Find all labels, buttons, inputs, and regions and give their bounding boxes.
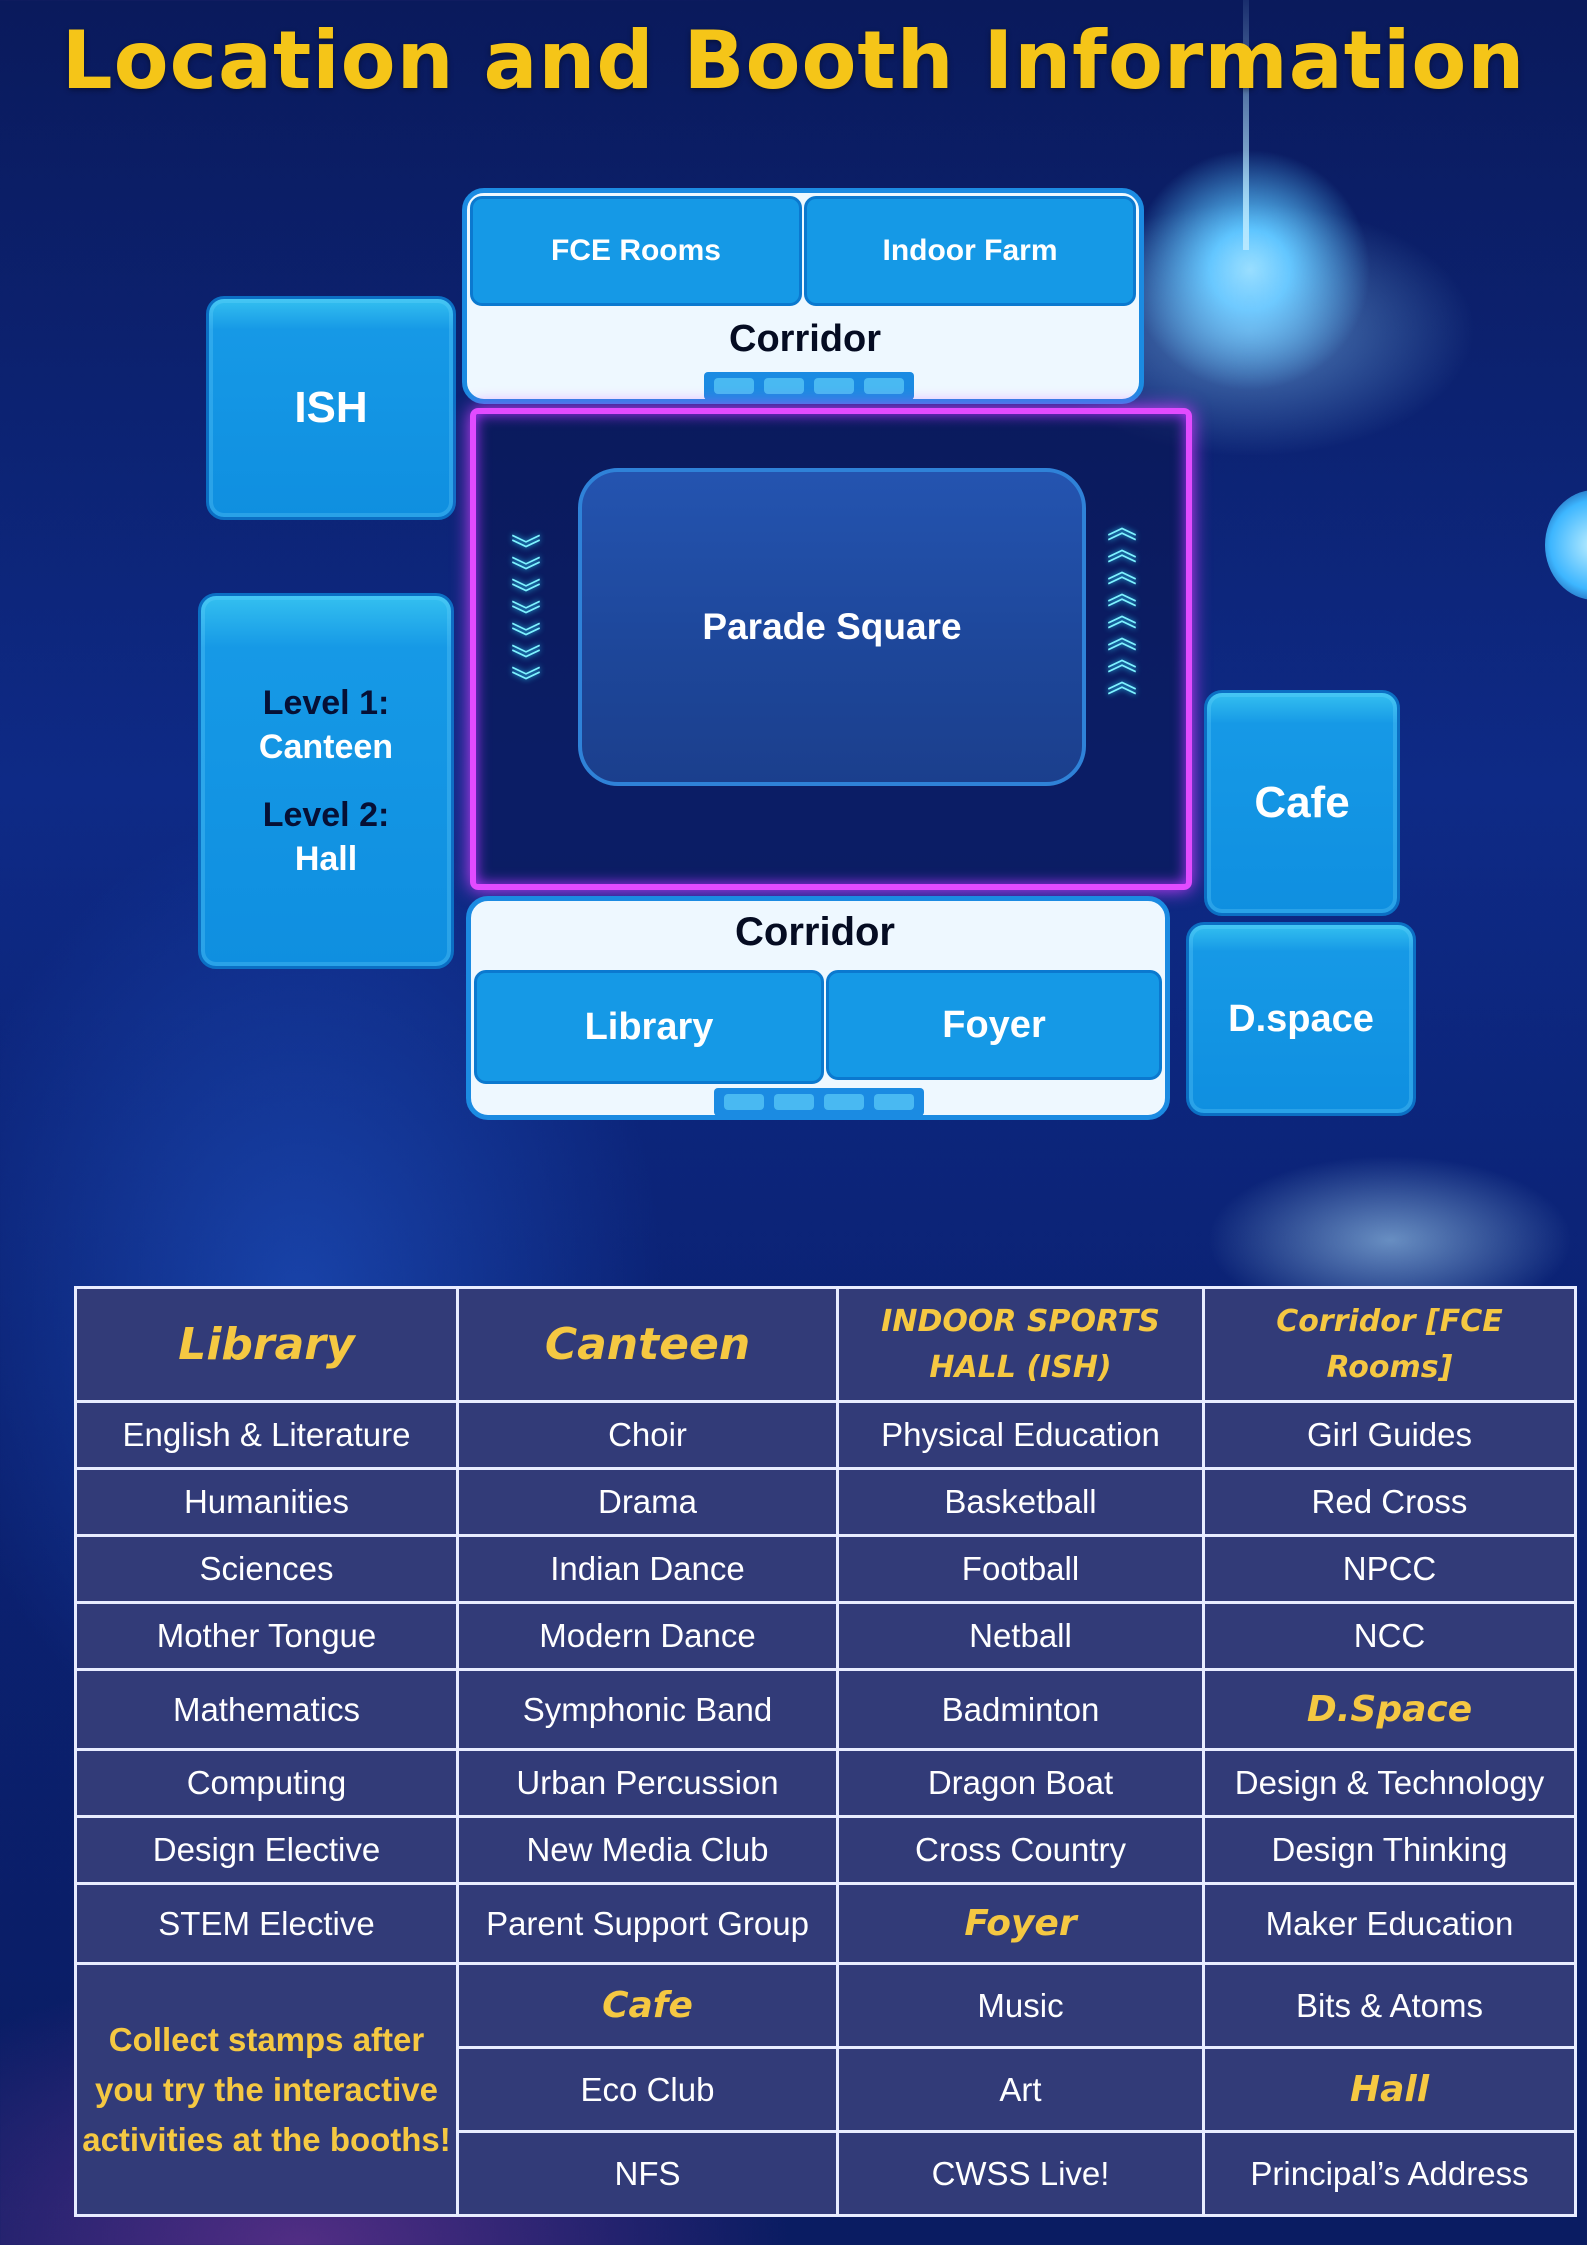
library-room-label: Library bbox=[584, 1005, 714, 1048]
table-cell: Cross Country bbox=[836, 1815, 1205, 1885]
table-cell: NFS bbox=[456, 2130, 839, 2217]
table-cell: Design Thinking bbox=[1202, 1815, 1577, 1885]
column-header-ish: INDOOR SPORTS HALL (ISH) bbox=[836, 1286, 1205, 1403]
top-corridor-label: Corridor bbox=[729, 318, 881, 360]
map-room-fce-rooms[interactable]: FCE Rooms bbox=[470, 196, 802, 306]
table-cell: Parent Support Group bbox=[456, 1882, 839, 1965]
map-block-ish[interactable]: ISH bbox=[206, 296, 456, 520]
table-cell: Bits & Atoms bbox=[1202, 1962, 1577, 2049]
table-cell: Dragon Boat bbox=[836, 1748, 1205, 1818]
map-room-library[interactable]: Library bbox=[474, 970, 824, 1084]
table-cell: Physical Education bbox=[836, 1400, 1205, 1470]
stamp-collection-note: Collect stamps after you try the interac… bbox=[74, 1962, 459, 2217]
glow-orb-decoration bbox=[1545, 490, 1587, 600]
column-header-canteen: Canteen bbox=[456, 1286, 839, 1403]
section-header-dspace: D.Space bbox=[1202, 1668, 1577, 1751]
table-cell: Red Cross bbox=[1202, 1467, 1577, 1537]
table-row: Design Elective New Media Club Cross Cou… bbox=[74, 1815, 1577, 1885]
chevron-up-icon: ︽︽︽︽︽︽︽︽ bbox=[1107, 511, 1137, 700]
table-row: Sciences Indian Dance Football NPCC bbox=[74, 1534, 1577, 1604]
map-block-dspace[interactable]: D.space bbox=[1186, 922, 1416, 1116]
table-row: Mathematics Symphonic Band Badminton D.S… bbox=[74, 1668, 1577, 1751]
table-cell: NPCC bbox=[1202, 1534, 1577, 1604]
table-cell: Badminton bbox=[836, 1668, 1205, 1751]
table-cell: Mother Tongue bbox=[74, 1601, 459, 1671]
table-cell: Girl Guides bbox=[1202, 1400, 1577, 1470]
table-cell: Humanities bbox=[74, 1467, 459, 1537]
table-cell: Maker Education bbox=[1202, 1882, 1577, 1965]
table-cell: Indian Dance bbox=[456, 1534, 839, 1604]
level-1-value: Canteen bbox=[258, 728, 394, 766]
map-room-foyer[interactable]: Foyer bbox=[826, 970, 1162, 1080]
table-cell: English & Literature bbox=[74, 1400, 459, 1470]
light-beam-decoration bbox=[1243, 0, 1249, 250]
column-header-corridor: Corridor [FCE Rooms] bbox=[1202, 1286, 1577, 1403]
table-cell: Design Elective bbox=[74, 1815, 459, 1885]
table-header-row: Library Canteen INDOOR SPORTS HALL (ISH)… bbox=[74, 1286, 1577, 1403]
dspace-label: D.space bbox=[1228, 997, 1374, 1040]
table-row: Computing Urban Percussion Dragon Boat D… bbox=[74, 1748, 1577, 1818]
bottom-corridor-connector bbox=[714, 1088, 924, 1116]
table-cell: Principal’s Address bbox=[1202, 2130, 1577, 2217]
table-cell: Design & Technology bbox=[1202, 1748, 1577, 1818]
section-header-hall: Hall bbox=[1202, 2046, 1577, 2133]
table-row: Eco Club Art Hall bbox=[76, 2046, 1577, 2133]
column-header-library: Library bbox=[74, 1286, 459, 1403]
map-parade-square[interactable]: Parade Square bbox=[578, 468, 1086, 786]
table-cell: Modern Dance bbox=[456, 1601, 839, 1671]
table-cell: NCC bbox=[1202, 1601, 1577, 1671]
table-cell: Mathematics bbox=[74, 1668, 459, 1751]
table-row: Mother Tongue Modern Dance Netball NCC bbox=[74, 1601, 1577, 1671]
table-row: NFS CWSS Live! Principal’s Address bbox=[76, 2130, 1577, 2217]
ish-label: ISH bbox=[294, 383, 368, 432]
level-2-value: Hall bbox=[294, 840, 358, 878]
table-cell: Choir bbox=[456, 1400, 839, 1470]
table-cell: Basketball bbox=[836, 1467, 1205, 1537]
table-cell: Netball bbox=[836, 1601, 1205, 1671]
booth-table: Library Canteen INDOOR SPORTS HALL (ISH)… bbox=[74, 1286, 1577, 2217]
table-cell: Symphonic Band bbox=[456, 1668, 839, 1751]
table-cell: Art bbox=[836, 2046, 1205, 2133]
level-1-label: Level 1: bbox=[262, 684, 390, 722]
table-cell: New Media Club bbox=[456, 1815, 839, 1885]
parade-square-label: Parade Square bbox=[702, 606, 962, 647]
table-cell: Drama bbox=[456, 1467, 839, 1537]
table-row: STEM Elective Parent Support Group Foyer… bbox=[74, 1882, 1577, 1965]
table-cell: Computing bbox=[74, 1748, 459, 1818]
fce-rooms-label: FCE Rooms bbox=[550, 234, 721, 267]
map-block-cafe[interactable]: Cafe bbox=[1204, 690, 1400, 916]
indoor-farm-label: Indoor Farm bbox=[882, 234, 1058, 267]
section-header-foyer: Foyer bbox=[836, 1882, 1205, 1965]
section-header-cafe: Cafe bbox=[456, 1962, 839, 2049]
top-corridor-connector bbox=[704, 372, 914, 400]
table-row: Humanities Drama Basketball Red Cross bbox=[74, 1467, 1577, 1537]
chevron-down-icon: ︾︾︾︾︾︾︾ bbox=[511, 533, 541, 700]
table-cell: Music bbox=[836, 1962, 1205, 2049]
table-cell: Urban Percussion bbox=[456, 1748, 839, 1818]
table-cell: CWSS Live! bbox=[836, 2130, 1205, 2217]
table-cell: STEM Elective bbox=[74, 1882, 459, 1965]
table-row: Collect stamps after you try the interac… bbox=[74, 1962, 1577, 2217]
page-title: Location and Booth Information bbox=[61, 14, 1526, 107]
cafe-label: Cafe bbox=[1254, 778, 1350, 827]
table-cell: Sciences bbox=[74, 1534, 459, 1604]
table-cell: Football bbox=[836, 1534, 1205, 1604]
table-row: English & Literature Choir Physical Educ… bbox=[74, 1400, 1577, 1470]
map-room-indoor-farm[interactable]: Indoor Farm bbox=[804, 196, 1136, 306]
level-2-label: Level 2: bbox=[262, 796, 390, 834]
foyer-room-label: Foyer bbox=[942, 1003, 1046, 1046]
bottom-corridor-label: Corridor bbox=[735, 910, 895, 954]
map-block-levels[interactable]: Level 1: Canteen Level 2: Hall bbox=[198, 593, 454, 969]
table-cell: Eco Club bbox=[456, 2046, 839, 2133]
